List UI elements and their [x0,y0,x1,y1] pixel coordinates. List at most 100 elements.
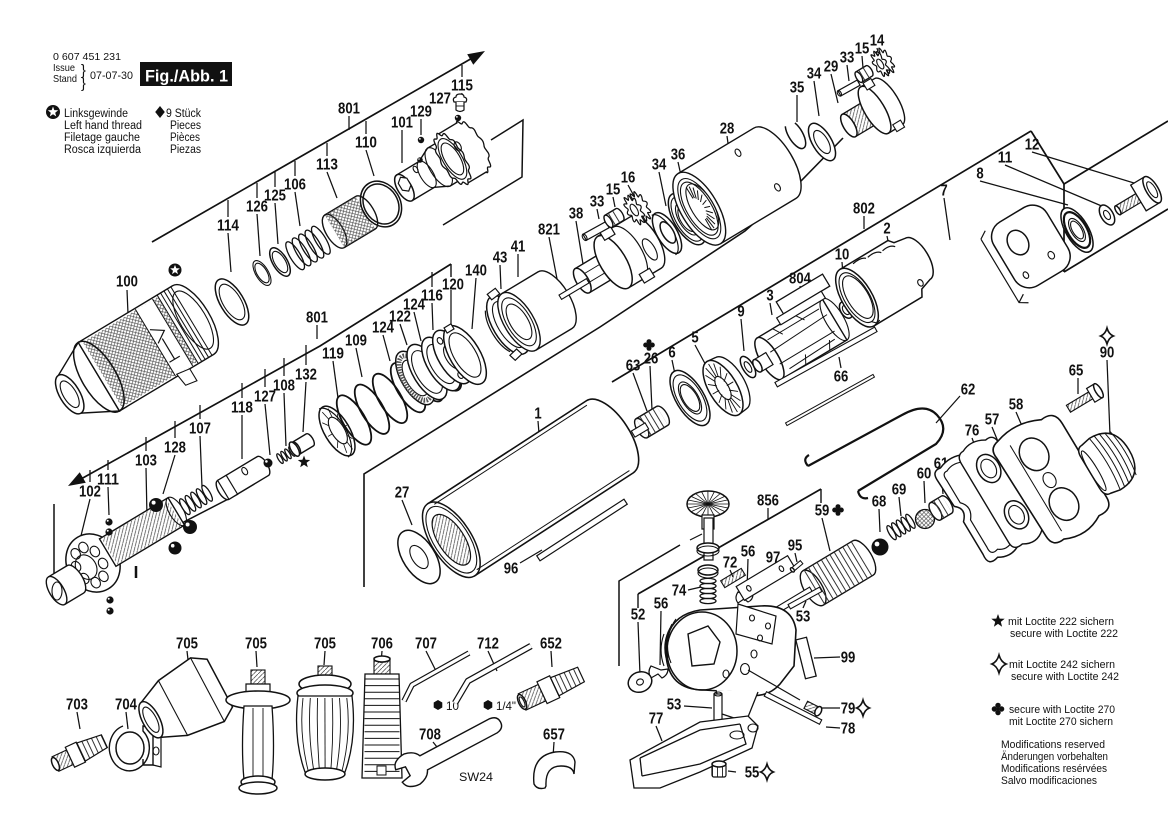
svg-text:856: 856 [757,493,779,510]
svg-text:Modifications resérvées: Modifications resérvées [1001,763,1108,775]
svg-text:14: 14 [870,33,885,50]
svg-text:657: 657 [543,727,565,744]
svg-text:90: 90 [1100,345,1115,362]
svg-text:1/4": 1/4" [496,699,516,713]
svg-text:95: 95 [788,538,803,555]
svg-text:652: 652 [540,636,562,653]
svg-text:124: 124 [372,320,394,337]
svg-text:60: 60 [917,466,932,483]
svg-text:55: 55 [745,765,760,782]
svg-text:705: 705 [245,636,267,653]
svg-text:35: 35 [790,80,805,97]
svg-text:124: 124 [403,297,425,314]
svg-text:66: 66 [834,369,849,386]
svg-text:5: 5 [691,330,699,347]
svg-text:712: 712 [477,636,499,653]
svg-text:secure with Loctite 222: secure with Loctite 222 [1010,628,1118,640]
svg-text:mit Loctite 222 sichern: mit Loctite 222 sichern [1008,616,1114,628]
svg-text:mit Loctite 242 sichern: mit Loctite 242 sichern [1009,659,1115,671]
svg-text:Left hand thread: Left hand thread [64,120,142,132]
svg-text:Issue: Issue [53,62,75,74]
svg-text:Fig./Abb. 1: Fig./Abb. 1 [145,67,228,86]
svg-text:29: 29 [824,59,839,76]
svg-text:102: 102 [79,484,101,501]
svg-text:15: 15 [606,182,621,199]
svg-text:77: 77 [649,711,664,728]
svg-text:62: 62 [961,382,976,399]
svg-text:802: 802 [853,201,875,218]
svg-text:110: 110 [355,135,377,152]
svg-text:119: 119 [322,346,344,363]
svg-text:101: 101 [391,115,413,132]
svg-text:8: 8 [976,166,984,183]
svg-text:127: 127 [429,91,451,108]
svg-text:129: 129 [410,104,432,121]
svg-text:43: 43 [493,250,508,267]
svg-text:secure with Loctite 270: secure with Loctite 270 [1009,704,1115,716]
svg-text:12: 12 [1025,137,1040,154]
svg-text:99: 99 [841,650,856,667]
svg-text:}: } [81,63,86,79]
svg-text:7: 7 [940,183,947,200]
svg-text:Rosca izquierda: Rosca izquierda [64,144,142,156]
svg-text:128: 128 [164,440,186,457]
svg-text:103: 103 [135,453,157,470]
svg-text:127: 127 [254,389,276,406]
svg-text:secure with Loctite 242: secure with Loctite 242 [1011,671,1119,683]
svg-text:109: 109 [345,333,367,350]
svg-text:708: 708 [419,727,441,744]
svg-text:804: 804 [789,271,811,288]
svg-text:9: 9 [737,304,745,321]
svg-text:10: 10 [835,247,850,264]
svg-text:111: 111 [97,472,119,489]
svg-text:69: 69 [892,482,907,499]
svg-text:140: 140 [465,263,487,280]
svg-text:mit Loctite 270 sichern: mit Loctite 270 sichern [1009,716,1113,728]
svg-text:2: 2 [883,221,890,238]
svg-text:56: 56 [741,544,756,561]
svg-text:Piezas: Piezas [170,144,201,156]
svg-text:26: 26 [644,351,659,368]
svg-text:707: 707 [415,636,437,653]
svg-text:113: 113 [316,157,338,174]
svg-text:801: 801 [306,310,328,327]
svg-text:116: 116 [421,288,443,305]
svg-text:57: 57 [985,412,1000,429]
svg-text:9 Stück: 9 Stück [166,108,201,120]
svg-text:705: 705 [314,636,336,653]
svg-text:703: 703 [66,697,88,714]
svg-text:108: 108 [273,378,295,395]
svg-text:63: 63 [626,358,641,375]
svg-text:Modifications reserved: Modifications reserved [1001,739,1105,751]
svg-text:28: 28 [720,121,735,138]
svg-text:78: 78 [841,721,856,738]
svg-text:100: 100 [116,274,138,291]
svg-text:Salvo modificaciones: Salvo modificaciones [1001,775,1098,787]
svg-text:79: 79 [841,701,856,718]
svg-text:106: 106 [284,177,306,194]
svg-text:Pièces: Pièces [170,132,200,144]
svg-text:126: 126 [246,199,268,216]
svg-text:27: 27 [395,485,410,502]
svg-text:38: 38 [569,206,584,223]
svg-text:96: 96 [504,561,519,578]
svg-text:34: 34 [807,66,822,83]
svg-text:706: 706 [371,636,393,653]
svg-text:58: 58 [1009,397,1024,414]
svg-text:16: 16 [621,170,636,187]
svg-text:Änderungen vorbehalten: Änderungen vorbehalten [1001,751,1108,763]
svg-text:Stand: Stand [53,73,77,85]
svg-text:72: 72 [723,555,738,572]
svg-text:52: 52 [631,607,646,624]
svg-text:Filetage gauche: Filetage gauche [64,132,140,144]
svg-text:07-07-30: 07-07-30 [90,70,133,82]
svg-text:76: 76 [965,423,980,440]
svg-text:15: 15 [855,41,870,58]
svg-text:33: 33 [840,50,855,67]
svg-text:33: 33 [590,194,605,211]
svg-text:125: 125 [264,188,286,205]
svg-text:41: 41 [511,239,526,256]
svg-text:11: 11 [998,150,1013,167]
svg-text:801: 801 [338,101,360,118]
svg-text:6: 6 [668,345,676,362]
